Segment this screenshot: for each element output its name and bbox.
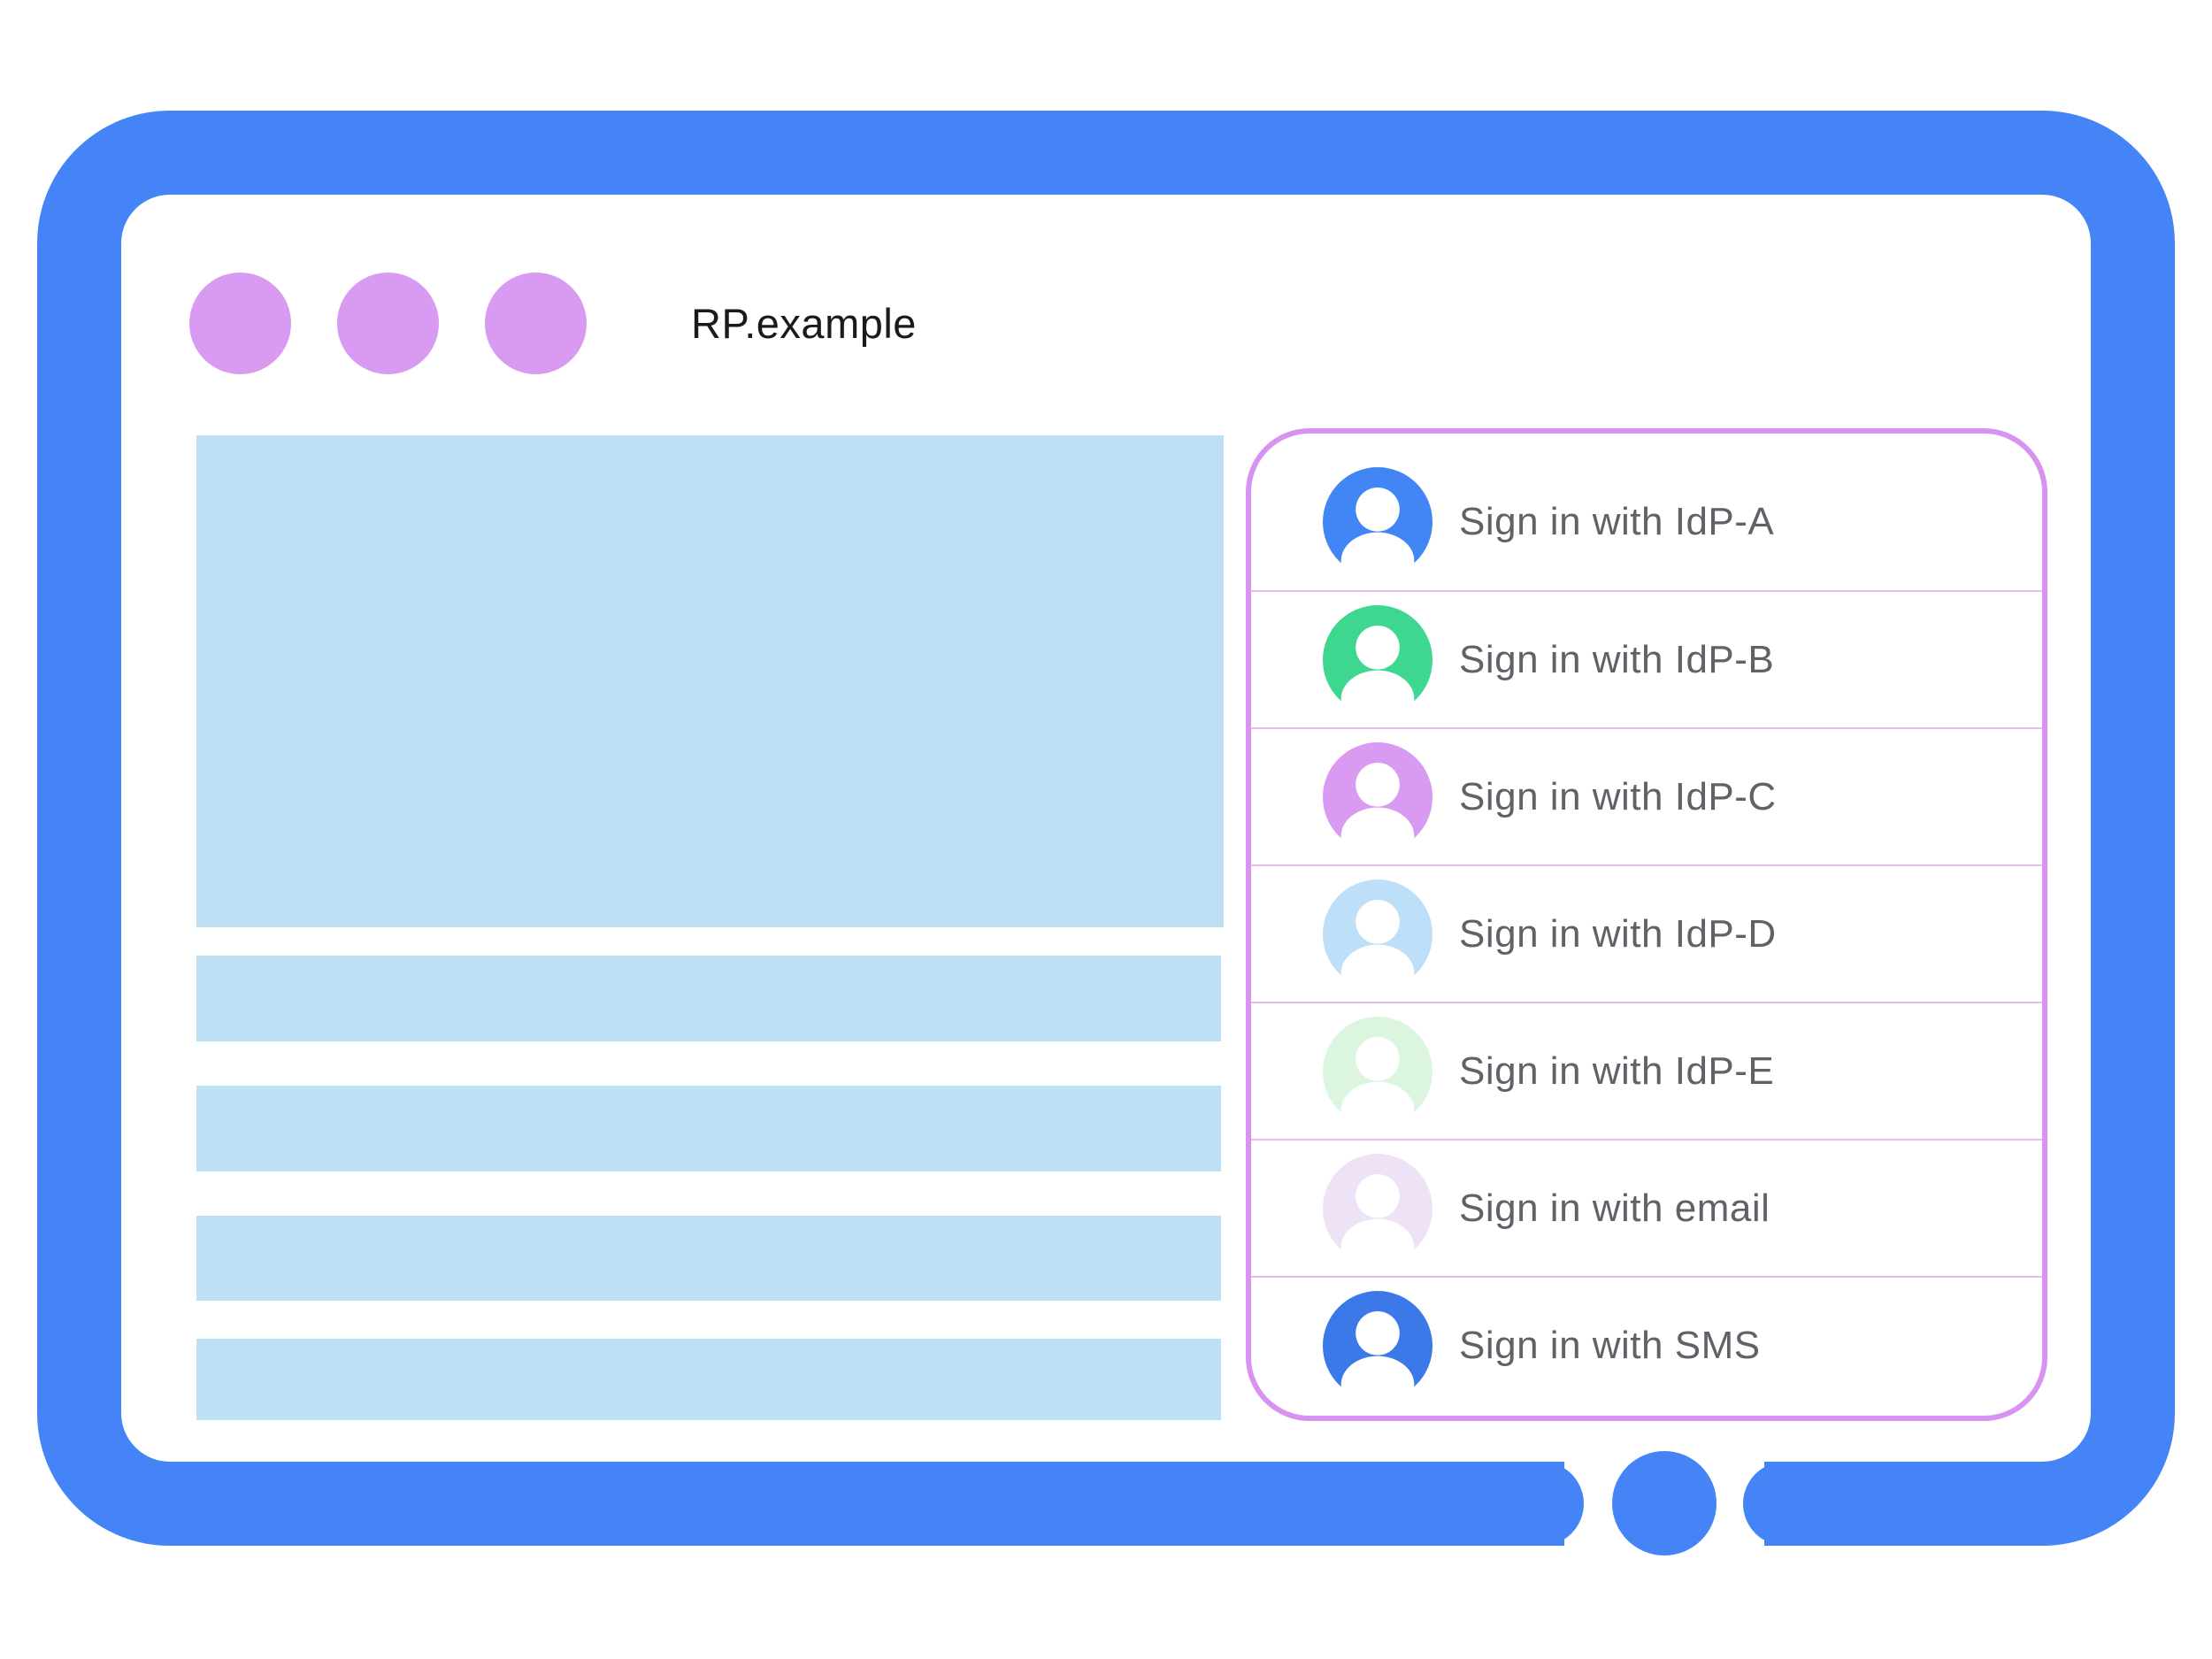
signin-option-button[interactable]: Sign in with IdP-B — [1251, 590, 2042, 727]
signin-option-label: Sign in with IdP-C — [1459, 774, 1777, 818]
signin-option-button[interactable]: Sign in with IdP-C — [1251, 727, 2042, 864]
person-avatar-icon — [1323, 1290, 1432, 1401]
content-placeholder-line — [196, 1216, 1221, 1301]
content-placeholder-line — [196, 1086, 1221, 1171]
signin-option-label: Sign in with IdP-B — [1459, 637, 1775, 681]
home-button-icon — [1612, 1451, 1717, 1555]
window-control-dot[interactable] — [485, 272, 587, 374]
window-titlebar: RP.example — [189, 272, 917, 374]
signin-option-button[interactable]: Sign in with IdP-A — [1251, 453, 2042, 590]
content-placeholder-line — [196, 956, 1221, 1041]
person-avatar-icon — [1323, 466, 1432, 577]
frame-bottom-bar-right-cap — [1743, 1462, 1827, 1546]
window-control-dot[interactable] — [337, 272, 439, 374]
person-avatar-icon — [1323, 741, 1432, 852]
page-title: RP.example — [691, 299, 917, 347]
signin-option-label: Sign in with IdP-E — [1459, 1048, 1775, 1093]
signin-option-button[interactable]: Sign in with IdP-D — [1251, 864, 2042, 1002]
person-avatar-icon — [1323, 1153, 1432, 1263]
window-control-dot[interactable] — [189, 272, 291, 374]
frame-bottom-bar-left-cap — [1500, 1462, 1584, 1546]
signin-option-label: Sign in with SMS — [1459, 1323, 1761, 1367]
person-avatar-icon — [1323, 879, 1432, 989]
signin-panel: Sign in with IdP-A Sign in with IdP-B Si… — [1246, 428, 2047, 1421]
signin-options-list: Sign in with IdP-A Sign in with IdP-B Si… — [1251, 453, 2042, 1413]
signin-option-button[interactable]: Sign in with SMS — [1251, 1276, 2042, 1413]
content-placeholder-hero — [196, 435, 1224, 927]
person-avatar-icon — [1323, 604, 1432, 715]
signin-option-button[interactable]: Sign in with email — [1251, 1139, 2042, 1276]
signin-option-label: Sign in with email — [1459, 1186, 1770, 1230]
signin-option-button[interactable]: Sign in with IdP-E — [1251, 1002, 2042, 1139]
signin-option-label: Sign in with IdP-D — [1459, 911, 1777, 956]
content-placeholder-line — [196, 1339, 1221, 1420]
person-avatar-icon — [1323, 1016, 1432, 1126]
signin-option-label: Sign in with IdP-A — [1459, 499, 1775, 543]
